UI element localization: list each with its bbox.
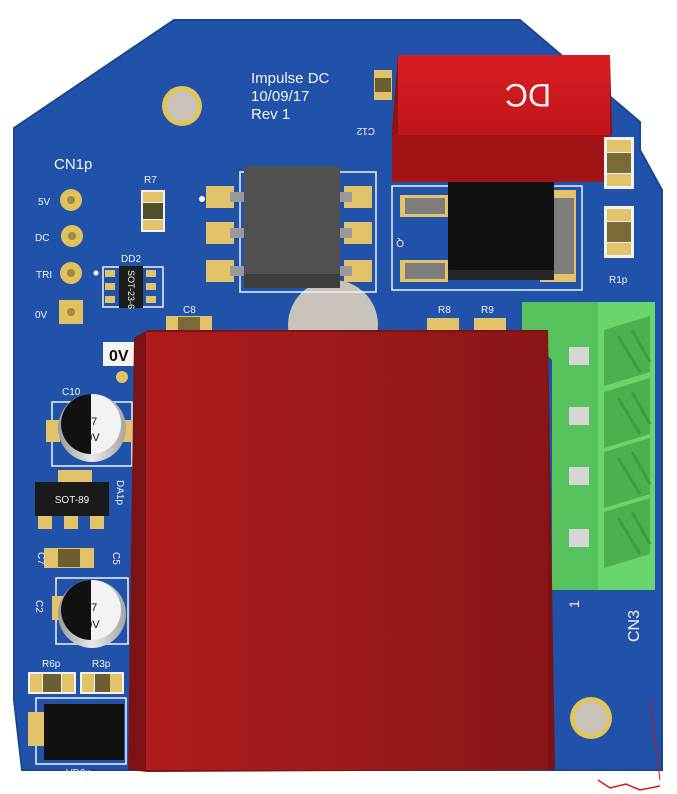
dd2-label: DD2 bbox=[121, 254, 141, 265]
relay-label: DC bbox=[505, 77, 551, 113]
terminal-screw-4 bbox=[569, 498, 652, 568]
cn1p-pin-5v: 5V bbox=[38, 189, 82, 211]
cn1p-pin-dc: DC bbox=[35, 225, 83, 247]
relay-dc: DC bbox=[392, 55, 612, 182]
transformer bbox=[128, 330, 555, 772]
board-title-line3: Rev 1 bbox=[251, 106, 290, 123]
r6p-label: R6p bbox=[42, 659, 61, 670]
mounting-hole-bottom-right bbox=[570, 697, 612, 739]
c10-label: C10 bbox=[62, 387, 81, 398]
resistor-r6p bbox=[28, 672, 76, 694]
terminal-screw-1 bbox=[569, 316, 652, 386]
c10-value: 4.7 bbox=[82, 416, 97, 428]
c2-label: C2 bbox=[33, 600, 44, 613]
terminal-block-cn3 bbox=[522, 302, 655, 590]
resistor-r3p bbox=[80, 672, 124, 694]
cn1p-label: CN1p bbox=[54, 156, 92, 173]
mounting-hole-top-left bbox=[162, 86, 202, 126]
regulator-sot89: SOT-89 bbox=[35, 470, 109, 529]
zero-v-label: 0V bbox=[109, 348, 129, 365]
r3p-label: R3p bbox=[92, 659, 111, 670]
capacitor-c12 bbox=[374, 70, 392, 100]
board-title-line1: Impulse DC bbox=[251, 70, 330, 87]
sot236-label: SOT-23-6 bbox=[126, 270, 136, 309]
board-edge-markers bbox=[597, 699, 661, 791]
capacitor-c8 bbox=[166, 316, 212, 334]
electrolytic-cap-c10: 4.7 50V bbox=[46, 394, 133, 467]
r9-label: R9 bbox=[481, 305, 494, 316]
c10-voltage: 50V bbox=[80, 432, 100, 444]
cn1p-pin-tri: TRI bbox=[36, 262, 99, 284]
terminal-screw-2 bbox=[569, 378, 652, 448]
cn1p-pin-5v-label: 5V bbox=[38, 197, 51, 208]
cn1p-pin-0v: 0V bbox=[35, 300, 83, 324]
resistor-r1p bbox=[604, 137, 634, 258]
cn1p-pin-tri-label: TRI bbox=[36, 270, 52, 281]
resistor-r7 bbox=[141, 190, 165, 232]
c5-label: C5 bbox=[110, 552, 121, 565]
transistor-to252 bbox=[391, 182, 583, 291]
r8-label: R8 bbox=[438, 305, 451, 316]
c2-voltage: 50V bbox=[80, 619, 100, 631]
cn3-pin1-label: 1 bbox=[566, 600, 582, 608]
da1p-label: DA1p bbox=[114, 480, 125, 505]
ic-dd2-sot23-6: SOT-23-6 bbox=[102, 266, 164, 309]
c8-label: C8 bbox=[183, 305, 196, 316]
cn1p-pin-dc-label: DC bbox=[35, 233, 49, 244]
diode-vd2p bbox=[28, 697, 127, 765]
q-label-partial: Q bbox=[396, 237, 404, 248]
c7-label: C7 bbox=[35, 552, 46, 565]
r1p-label: R1p bbox=[609, 275, 628, 286]
sot89-label: SOT-89 bbox=[55, 495, 90, 506]
capacitor-c7 bbox=[44, 548, 94, 568]
vd2p-label: VD2p bbox=[66, 768, 91, 779]
cn1p-pin-0v-label: 0V bbox=[35, 310, 48, 321]
ic-dip-optocoupler bbox=[199, 166, 377, 293]
terminal-screw-3 bbox=[569, 438, 652, 508]
c2-value: 4.7 bbox=[82, 602, 97, 614]
cn3-label: CN3 bbox=[626, 610, 643, 642]
c12-label: C12 bbox=[356, 125, 375, 136]
electrolytic-cap-c2: 4.7 50V bbox=[52, 577, 129, 648]
board-title-line2: 10/09/17 bbox=[251, 88, 309, 105]
r7-label: R7 bbox=[144, 175, 157, 186]
